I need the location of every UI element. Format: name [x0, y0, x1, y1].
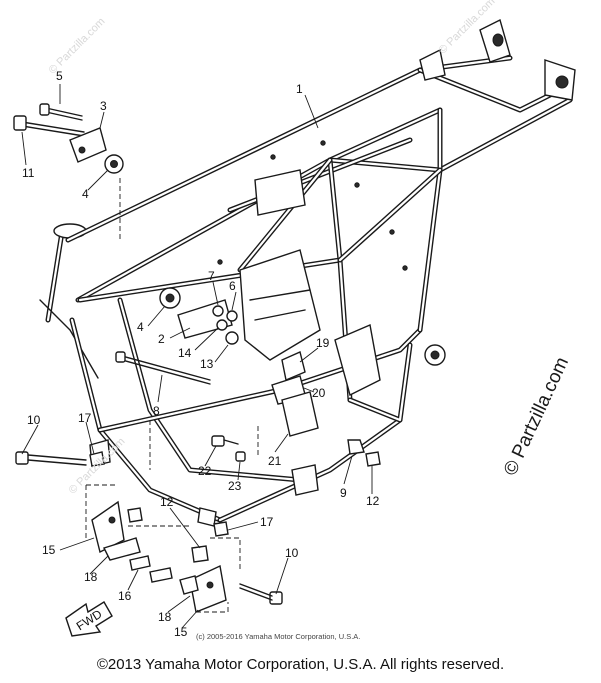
callout-19: 19	[316, 336, 330, 350]
leader-lines	[21, 84, 373, 629]
callout-14: 14	[178, 346, 192, 360]
callout-7: 7	[208, 269, 215, 283]
callout-2: 2	[158, 332, 165, 346]
alignment-lines	[85, 178, 259, 613]
callout-4: 4	[82, 187, 89, 201]
callout-3: 3	[100, 99, 107, 113]
callout-22: 22	[198, 464, 212, 478]
footer-copyright: ©2013 Yamaha Motor Corporation, U.S.A. A…	[96, 656, 505, 673]
callout-20: 20	[312, 386, 326, 400]
callout-9: 9	[340, 486, 347, 500]
callout-11: 11	[22, 166, 35, 180]
forward-arrow-icon: FWD	[65, 601, 113, 637]
front-engine-mount-parts	[115, 287, 381, 467]
callout-10: 10	[285, 546, 299, 560]
callout-8: 8	[153, 404, 160, 418]
callout-21: 21	[268, 454, 282, 468]
callout-1: 1	[296, 82, 303, 96]
callout-17: 17	[78, 411, 92, 425]
callout-18: 18	[158, 610, 172, 624]
callout-6: 6	[229, 279, 236, 293]
callout-4: 4	[137, 320, 144, 334]
callout-13: 13	[200, 357, 214, 371]
callout-15: 15	[174, 625, 188, 639]
upper-engine-mount-parts	[13, 103, 124, 174]
callout-18: 18	[84, 570, 98, 584]
callout-16: 16	[118, 589, 132, 603]
lower-engine-mount-parts	[15, 451, 283, 613]
callout-numbers: 1 2 3 4 4 5 6 7 8 9 10 10 11 12 12 13 14…	[22, 69, 380, 639]
callout-17: 17	[260, 515, 274, 529]
callout-15: 15	[42, 543, 56, 557]
main-frame	[39, 18, 576, 523]
callout-12: 12	[366, 494, 380, 508]
diagram-copyright: (c) 2005-2016 Yamaha Motor Corporation, …	[196, 632, 361, 641]
callout-23: 23	[228, 479, 242, 493]
callout-10: 10	[27, 413, 41, 427]
callout-5: 5	[56, 69, 63, 83]
callout-12: 12	[160, 495, 174, 509]
